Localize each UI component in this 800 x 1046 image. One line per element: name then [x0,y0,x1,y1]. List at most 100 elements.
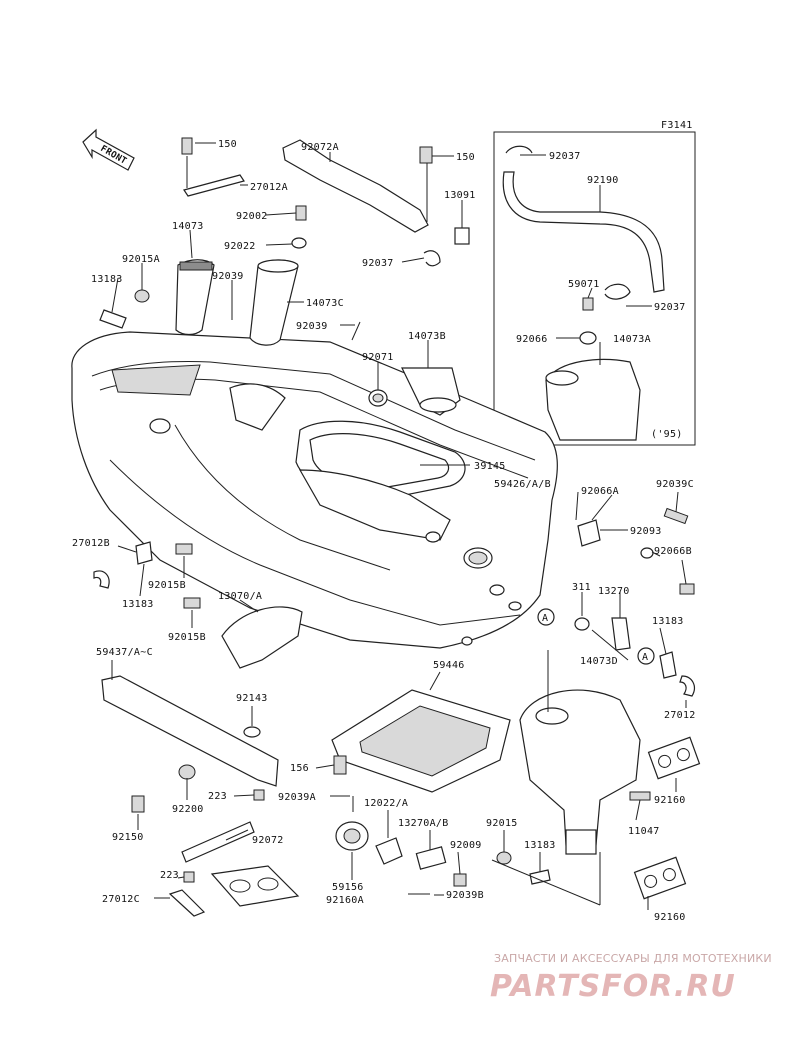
bolt-92150-icon [131,795,145,813]
label-92072: 92072 [252,835,284,846]
fitting-92066a-icon [577,519,601,547]
label-13183d: 13183 [524,840,556,851]
label-92039aa: 92039A [278,792,316,803]
plate-13270ab-icon [415,846,447,870]
hose-92190-icon [502,171,665,293]
label-92039c: 92039C [656,479,694,490]
label-13270: 13270 [598,586,630,597]
label-92015b2: 92015B [168,632,206,643]
label-92039bb: 92039B [446,890,484,901]
label-27012: 27012 [664,710,696,721]
pad-lower-icon [210,865,300,907]
clip-27012c-icon [168,889,206,917]
label-156: 156 [290,763,309,774]
clamp-92037c-icon [604,283,631,300]
washer-92093-icon [640,547,654,559]
rail-59437-icon [101,675,279,787]
label-92002: 92002 [236,211,268,222]
duct-14073c-icon [249,259,299,346]
figure-code: F3141 [661,120,693,131]
cover-13070-icon [221,606,303,669]
label-92200: 92200 [172,804,204,815]
bracket-13270-icon [611,617,631,651]
label-92037c: 92037 [654,302,686,313]
label-39145: 39145 [474,461,506,472]
callout-a-1 [537,608,555,626]
bracket-92072-icon [181,821,255,863]
strap-27012a-icon [183,174,245,197]
label-92015: 92015 [486,818,518,829]
bracket-92072a-icon [282,139,429,233]
label-14073d: 14073D [580,656,618,667]
clip-27012-icon [679,675,695,697]
label-92072a: 92072A [301,142,339,153]
label-92150: 92150 [112,832,144,843]
label-92071: 92071 [362,352,394,363]
watermark-tagline: ЗАПЧАСТИ И АКСЕССУАРЫ ДЛЯ МОТОТЕХНИКИ [494,952,772,965]
seal-12022-icon [375,837,403,865]
nut-92015b2-icon [183,597,201,609]
nut-92015b1-icon [175,543,193,555]
label-92037a: 92037 [549,151,581,162]
label-92039b: 92039 [296,321,328,332]
nut-92015a-icon [134,289,150,303]
label-14073a: 14073A [613,334,651,345]
label-92066: 92066 [516,334,548,345]
bolt-150b-icon [419,146,433,164]
pin-92039c-icon [663,507,689,525]
front-arrow-icon: FRONT [82,128,135,171]
label-92160a: 92160 [654,795,686,806]
label-92039a: 92039 [212,271,244,282]
bolt-223a-icon [253,789,265,801]
part-number-labels: 150 27012A 92072A 150 92037 92190 13091 … [72,139,696,923]
label-223b: 223 [160,870,179,881]
watermark-logo: PARTSFOR.RU [490,969,736,1004]
label-92022: 92022 [224,241,256,252]
clamp-92037b-icon [423,250,441,267]
label-92093: 92093 [630,526,662,537]
label-14073c: 14073C [306,298,344,309]
plate-13183d-icon [529,869,551,885]
washer-92022-icon [291,237,307,249]
plate-13183c-icon [659,651,677,679]
label-59446: 59446 [433,660,465,671]
label-14073: 14073 [172,221,204,232]
label-223a: 223 [208,791,227,802]
nut-311-icon [574,617,590,631]
label-311: 311 [572,582,591,593]
label-13070: 13070/A [218,591,262,602]
label-27012b: 27012B [72,538,110,549]
svg-text:A: A [542,613,548,624]
callout-a-2 [637,647,655,665]
label-59426: 59426/A/B [494,479,551,490]
label-59071: 59071 [568,279,600,290]
label-92160b: 92160 [654,912,686,923]
label-92037b: 92037 [362,258,394,269]
label-13183c: 13183 [652,616,684,627]
label-12022: 12022/A [364,798,408,809]
clamp-92037a-icon [505,145,533,154]
fitting-92066b-icon [679,583,695,595]
label-92160a2: 92160A [326,895,364,906]
label-13091: 13091 [444,190,476,201]
bolt-150-icon [181,137,193,155]
gasket-92160b-icon [633,856,687,900]
nut-92015-icon [496,851,512,865]
label-150a: 150 [218,139,237,150]
label-92015a: 92015A [122,254,160,265]
duct-14073-icon [175,259,215,336]
washer-92200-icon [178,764,196,780]
label-27012a: 27012A [250,182,288,193]
label-14073b: 14073B [408,331,446,342]
label-92066a: 92066A [581,486,619,497]
clip-13091-icon [454,227,470,245]
leader-lines [111,142,687,910]
gasket-92160a-icon [647,736,701,780]
label-92009: 92009 [450,840,482,851]
label-11047: 11047 [628,826,660,837]
plug-92143-icon [243,726,261,738]
label-92143: 92143 [236,693,268,704]
label-13183a: 13183 [91,274,123,285]
bolt-92009-icon [453,873,467,887]
